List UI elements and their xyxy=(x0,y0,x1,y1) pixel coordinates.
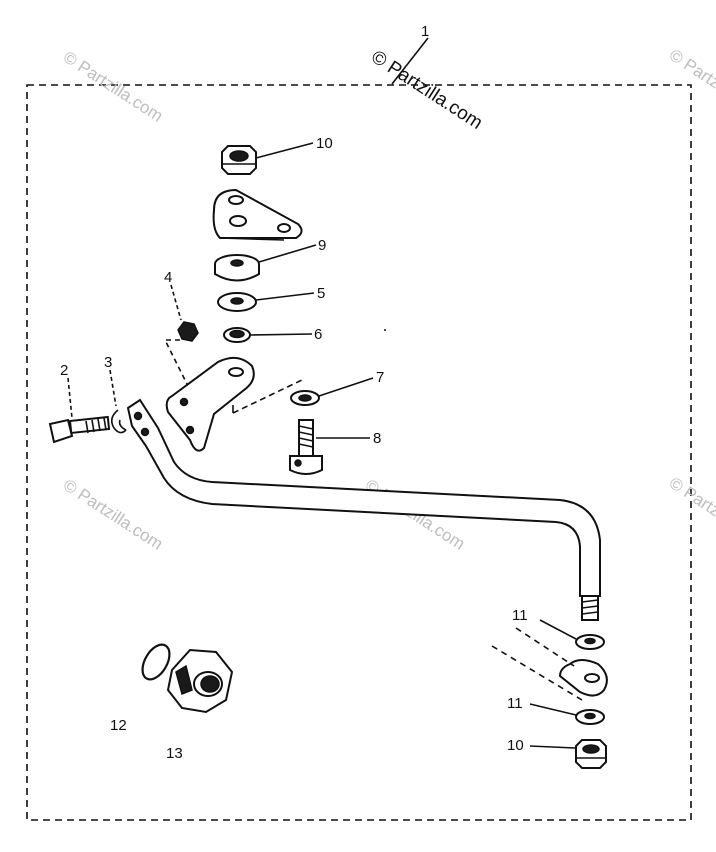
callout-5: 5 xyxy=(317,285,325,302)
callout-10-top: 10 xyxy=(316,135,333,152)
leader-line-10-top xyxy=(255,142,314,159)
leader-line-5 xyxy=(255,292,315,301)
lock-nut-top xyxy=(221,145,257,175)
callout-2: 2 xyxy=(60,362,68,379)
bolt-8 xyxy=(289,419,323,475)
leader-line-10-bottom xyxy=(529,745,576,749)
callout-6: 6 xyxy=(314,326,322,343)
steering-rod xyxy=(126,398,601,621)
tie-arm-plate xyxy=(558,659,608,697)
leader-line-2 xyxy=(67,377,73,419)
alignment-line-bolt xyxy=(232,379,303,414)
mounting-plate xyxy=(212,188,303,241)
spacer-9 xyxy=(214,254,260,282)
leader-line-4 xyxy=(170,284,182,321)
clip-3 xyxy=(110,409,127,434)
steering-bracket xyxy=(165,356,255,452)
leader-line-7 xyxy=(318,377,374,397)
speck xyxy=(384,329,386,331)
o-ring-12 xyxy=(141,643,171,681)
leader-line-11-top xyxy=(539,619,577,640)
nut-13 xyxy=(166,648,234,714)
lock-nut-bottom xyxy=(575,739,607,769)
washer-11-bottom xyxy=(575,709,605,725)
callout-4: 4 xyxy=(164,269,172,286)
watermark-text-center: © Partzilla.com xyxy=(367,47,486,134)
leader-line-11-bottom xyxy=(529,703,577,716)
callout-11-top: 11 xyxy=(512,607,528,624)
nut-4 xyxy=(177,321,199,342)
callout-1: 1 xyxy=(421,23,429,40)
callout-10-bottom: 10 xyxy=(507,737,524,754)
assembly-boundary xyxy=(26,84,692,821)
washer-5 xyxy=(217,292,257,312)
washer-7 xyxy=(290,390,320,406)
alignment-line-arm-top xyxy=(515,627,575,667)
callout-11-bottom: 11 xyxy=(507,695,523,712)
watermark-group: © Partzilla.com © Partzilla.com © Partzi… xyxy=(60,45,716,553)
callout-7: 7 xyxy=(376,369,384,386)
callout-9: 9 xyxy=(318,237,326,254)
leader-line-9 xyxy=(258,244,317,263)
bolt-2 xyxy=(48,415,111,444)
watermark-text: © Partzilla.com xyxy=(60,47,166,125)
callout-13: 13 xyxy=(166,745,183,762)
callout-3: 3 xyxy=(104,354,112,371)
callout-8: 8 xyxy=(373,430,381,447)
leader-line-1 xyxy=(391,37,429,85)
leader-line-6 xyxy=(249,333,313,336)
washer-11-top xyxy=(575,634,605,650)
leader-line-3 xyxy=(109,369,117,407)
callout-12: 12 xyxy=(110,717,127,734)
watermark-text: © Partzilla.com xyxy=(60,475,166,553)
bushing-6 xyxy=(223,327,251,343)
